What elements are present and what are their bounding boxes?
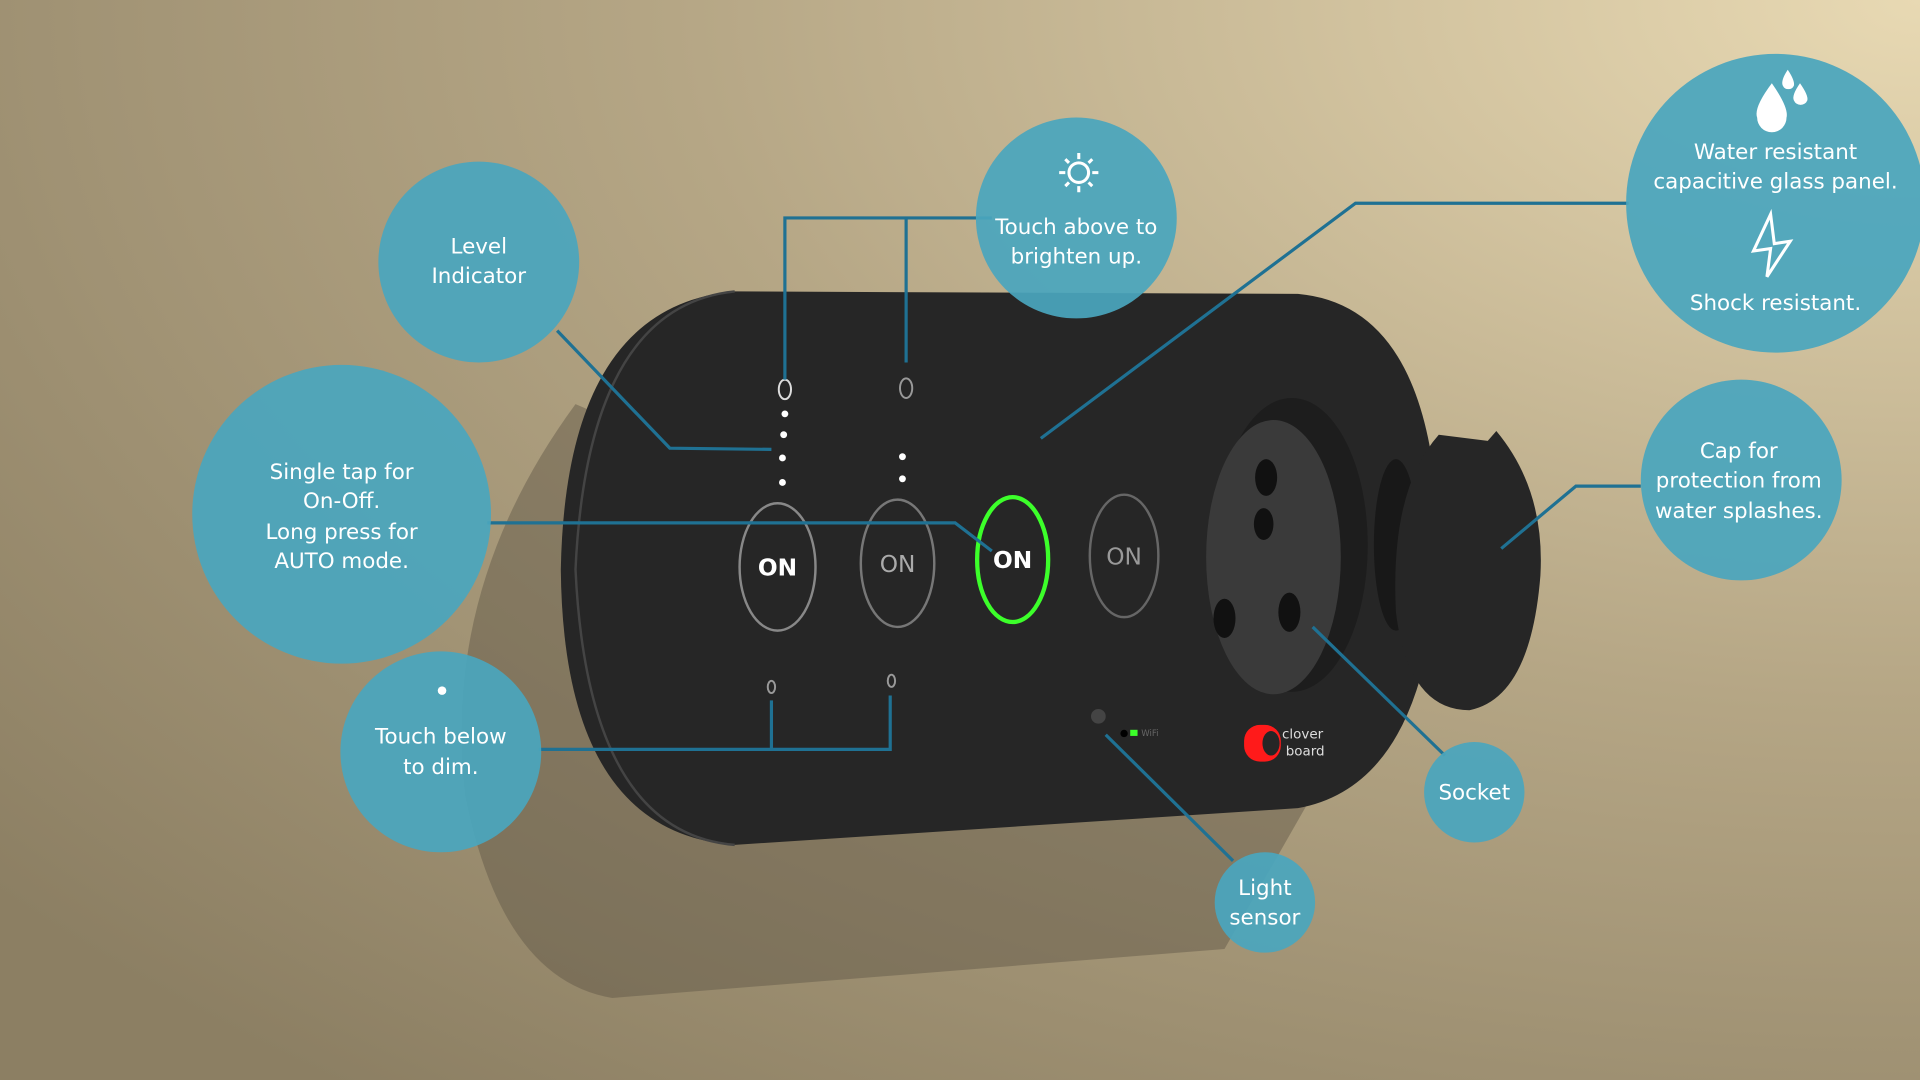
svg-text:protection from: protection from: [1656, 468, 1822, 493]
wifi-led-off: [1120, 729, 1128, 738]
svg-text:water splashes.: water splashes.: [1655, 499, 1822, 524]
svg-text:ON: ON: [880, 551, 916, 578]
svg-text:On-Off.: On-Off.: [303, 489, 380, 514]
svg-text:Long press for: Long press for: [266, 520, 418, 545]
water-drops-icon: [1756, 69, 1808, 133]
svg-text:sensor: sensor: [1229, 905, 1300, 930]
svg-text:board: board: [1286, 745, 1325, 760]
lightning-icon: [1750, 208, 1794, 278]
clover-board-logo: clover board: [1244, 724, 1325, 762]
svg-text:clover: clover: [1282, 727, 1324, 742]
svg-text:brighten up.: brighten up.: [1011, 244, 1142, 269]
svg-text:Single tap for: Single tap for: [270, 460, 414, 485]
callout-brighten: Touch above to brighten up.: [975, 117, 1177, 319]
svg-text:Indicator: Indicator: [431, 264, 526, 289]
svg-text:Shock resistant.: Shock resistant.: [1690, 291, 1861, 316]
svg-text:Level: Level: [451, 234, 508, 259]
svg-text:Water resistant: Water resistant: [1694, 140, 1857, 165]
svg-text:Socket: Socket: [1438, 781, 1510, 806]
callout-light-sensor: Light sensor: [1214, 852, 1316, 953]
dot-icon: [437, 686, 447, 695]
sun-icon: [1059, 153, 1099, 193]
socket: [1206, 397, 1368, 695]
svg-text:Light: Light: [1238, 876, 1291, 901]
svg-text:ON: ON: [758, 555, 797, 582]
wifi-led: [1130, 729, 1138, 736]
svg-text:ON: ON: [1106, 543, 1142, 570]
callout-cap: Cap for protection from water splashes.: [1640, 379, 1842, 581]
leader-lines: [487, 201, 1641, 862]
callout-single-tap: Single tap for On-Off. Long press for AU…: [192, 364, 492, 664]
callout-socket: Socket: [1424, 742, 1525, 843]
switch-panel: [560, 291, 1439, 845]
callout-water-shock: Water resistant capacitive glass panel. …: [1626, 53, 1920, 353]
svg-text:to dim.: to dim.: [403, 755, 478, 780]
level-indicator-dots: [779, 410, 906, 486]
switch-button-4[interactable]: ON: [1088, 493, 1160, 619]
light-sensor: [1091, 708, 1106, 724]
callout-dim: Touch below to dim.: [340, 651, 542, 853]
switch-button-1[interactable]: ON: [738, 502, 817, 632]
wifi-label: WiFi: [1141, 729, 1158, 739]
svg-text:capacitive glass panel.: capacitive glass panel.: [1653, 170, 1897, 195]
svg-text:Touch above to: Touch above to: [994, 215, 1157, 240]
callout-level-indicator: Level Indicator: [378, 161, 580, 363]
svg-text:AUTO mode.: AUTO mode.: [274, 549, 409, 574]
switch-button-3-active[interactable]: ON: [975, 495, 1051, 625]
svg-text:Cap for: Cap for: [1700, 439, 1778, 464]
svg-text:Touch below: Touch below: [374, 724, 507, 749]
switch-button-2[interactable]: ON: [859, 498, 936, 629]
svg-text:ON: ON: [993, 547, 1032, 574]
socket-cap: [1373, 431, 1541, 711]
